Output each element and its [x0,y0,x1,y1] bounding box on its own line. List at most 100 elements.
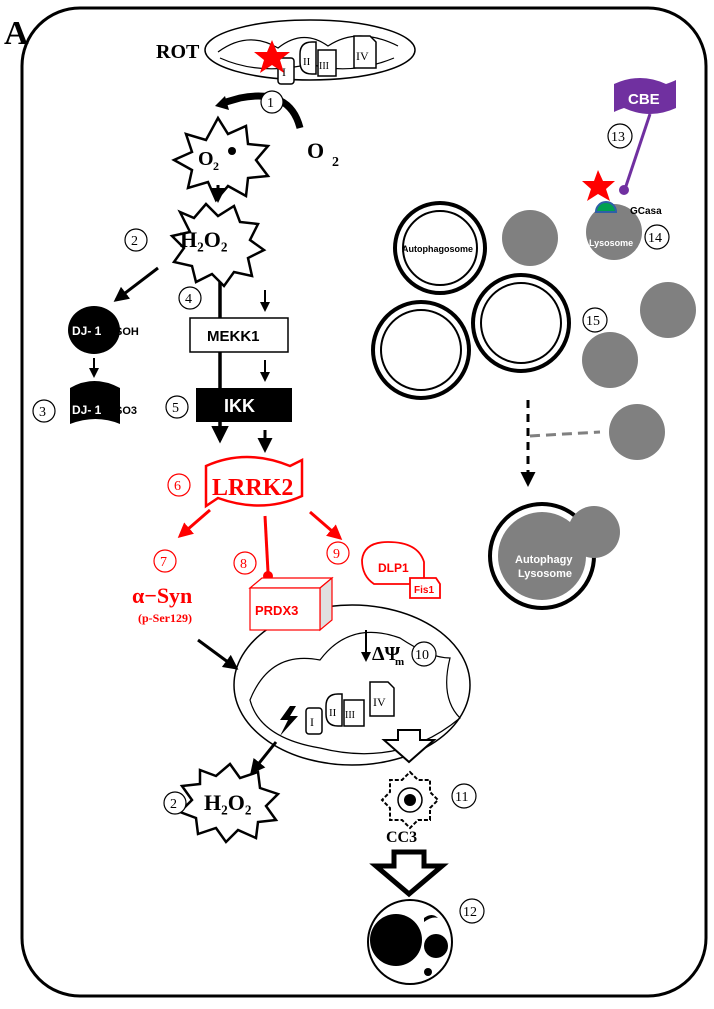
svg-text:II: II [303,56,311,68]
svg-text:DJ- 1: DJ- 1 [72,324,102,338]
svg-text:ΔΨ: ΔΨ [372,643,401,665]
step-12 [459,898,485,924]
rot-star-right [582,170,615,201]
svg-text:2: 2 [213,159,219,173]
step-2-bottom [163,791,187,815]
svg-text:DJ- 1: DJ- 1 [72,403,102,417]
svg-text:IV: IV [356,49,369,63]
lysosome-gray-2 [640,282,696,338]
complex-i-top [277,57,295,85]
svg-text:14: 14 [648,231,662,246]
dashed-gray-line [529,430,601,438]
lightning-icon [280,706,298,736]
etc-complexes-bottom: I II III IV [305,681,395,735]
step-13 [607,123,633,149]
apoptotic-cell [367,899,453,985]
svg-text:IKK: IKK [224,396,255,416]
svg-text:CBE: CBE [628,91,660,108]
svg-text:9: 9 [333,547,340,562]
step-7 [153,549,177,573]
dj1-soh [68,306,120,354]
svg-text:SO3: SO3 [115,405,137,417]
lysosome-gray-3 [582,332,638,388]
step-15 [582,307,608,333]
autophagosome-1: Autophagosome [393,201,487,295]
dj1-so3 [70,381,120,424]
autophagosome-2 [371,300,471,400]
svg-text:IV: IV [373,695,386,709]
svg-text:III: III [319,61,329,72]
svg-text:2: 2 [131,234,138,249]
svg-text:5: 5 [172,401,179,416]
step-2-top [124,228,148,252]
step-1 [260,90,284,114]
step-6 [167,473,191,497]
svg-text:15: 15 [586,314,600,329]
svg-text:Lysosome: Lysosome [589,238,633,248]
radical-dot [228,147,236,155]
step-4 [178,286,202,310]
svg-text:O: O [307,138,324,163]
svg-text:11: 11 [455,790,468,805]
svg-text:3: 3 [39,405,46,420]
prdx3-box: PRDX3 [248,576,334,632]
step-11 [451,783,477,809]
rot-label: ROT [156,41,200,63]
svg-text:Fis1: Fis1 [414,585,434,596]
svg-text:Lysosome: Lysosome [518,568,572,580]
svg-text:Autophagy: Autophagy [515,554,573,566]
svg-text:DLP1: DLP1 [378,561,409,575]
cbe-flag [614,78,676,114]
lysosome-gray-1 [502,210,558,266]
svg-text:II: II [329,707,337,719]
svg-text:8: 8 [240,557,247,572]
fis1-shape [409,577,441,599]
svg-text:2: 2 [170,797,177,812]
lrrk2-flag [204,455,304,509]
cc3-icon [380,770,440,830]
svg-text:(p-Ser129): (p-Ser129) [138,611,192,625]
svg-text:MEKK1: MEKK1 [207,328,260,345]
svg-text:I: I [282,65,286,79]
svg-text:12: 12 [463,905,477,920]
h2o2-burst-top [169,202,267,288]
svg-text:GCasa: GCasa [630,206,662,217]
gcasa-enzyme [594,201,618,213]
svg-text:O: O [198,148,214,170]
h2o2-top-label: H₂O₂ [180,227,228,252]
svg-text:Autophagosome: Autophagosome [402,244,473,254]
step-3 [32,399,56,423]
svg-text:2: 2 [332,155,339,170]
svg-text:6: 6 [174,479,181,494]
svg-text:7: 7 [160,555,167,570]
step-5 [165,395,189,419]
lysosome [586,204,642,260]
ikk-box [196,388,292,422]
hollow-arrow-1 [381,729,437,764]
alpha-syn-label: α−Syn [132,583,192,608]
svg-text:13: 13 [611,130,625,145]
dlp1-shape [361,541,425,585]
svg-text:III: III [345,710,355,721]
step-8 [233,551,257,575]
svg-text:10: 10 [415,648,429,663]
cell-outline [20,6,708,998]
mitochondrion-top: I II III IV [204,19,416,85]
lysosome-gray-4 [609,404,665,460]
svg-text:LRRK2: LRRK2 [212,475,293,501]
mekk1-box [189,317,289,353]
svg-text:m: m [395,656,404,668]
svg-text:SOH: SOH [115,326,139,338]
autophagy-lysosome: Autophagy Lysosome [488,502,620,610]
step-10 [411,641,437,667]
svg-text:PRDX3: PRDX3 [255,603,298,618]
svg-text:1: 1 [267,96,274,111]
mitochondrion-bottom [233,604,471,766]
h2o2-bottom-label: H₂O₂ [204,790,252,815]
step-14 [644,224,670,250]
svg-text:CC3: CC3 [386,829,417,846]
autophagosome-3 [471,273,571,373]
step-4-text: 4 [185,292,192,307]
step-9 [326,541,350,565]
